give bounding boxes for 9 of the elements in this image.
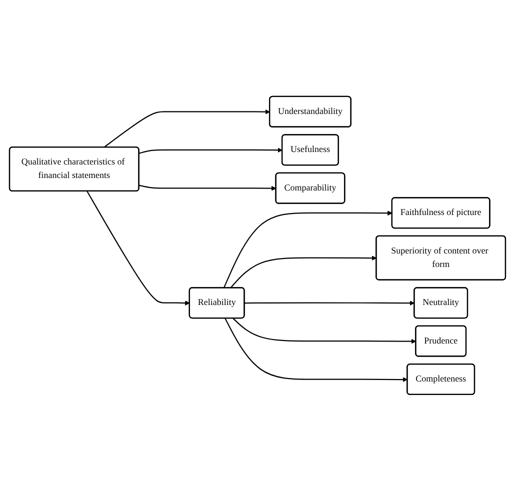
arrow bbox=[138, 148, 283, 154]
arrow bbox=[230, 256, 377, 288]
arrow bbox=[86, 190, 190, 306]
arrow bbox=[244, 300, 415, 306]
arrow bbox=[232, 318, 416, 344]
arrow bbox=[223, 210, 392, 288]
arrow bbox=[138, 184, 276, 191]
arrow bbox=[104, 109, 270, 148]
arrow bbox=[224, 318, 408, 382]
